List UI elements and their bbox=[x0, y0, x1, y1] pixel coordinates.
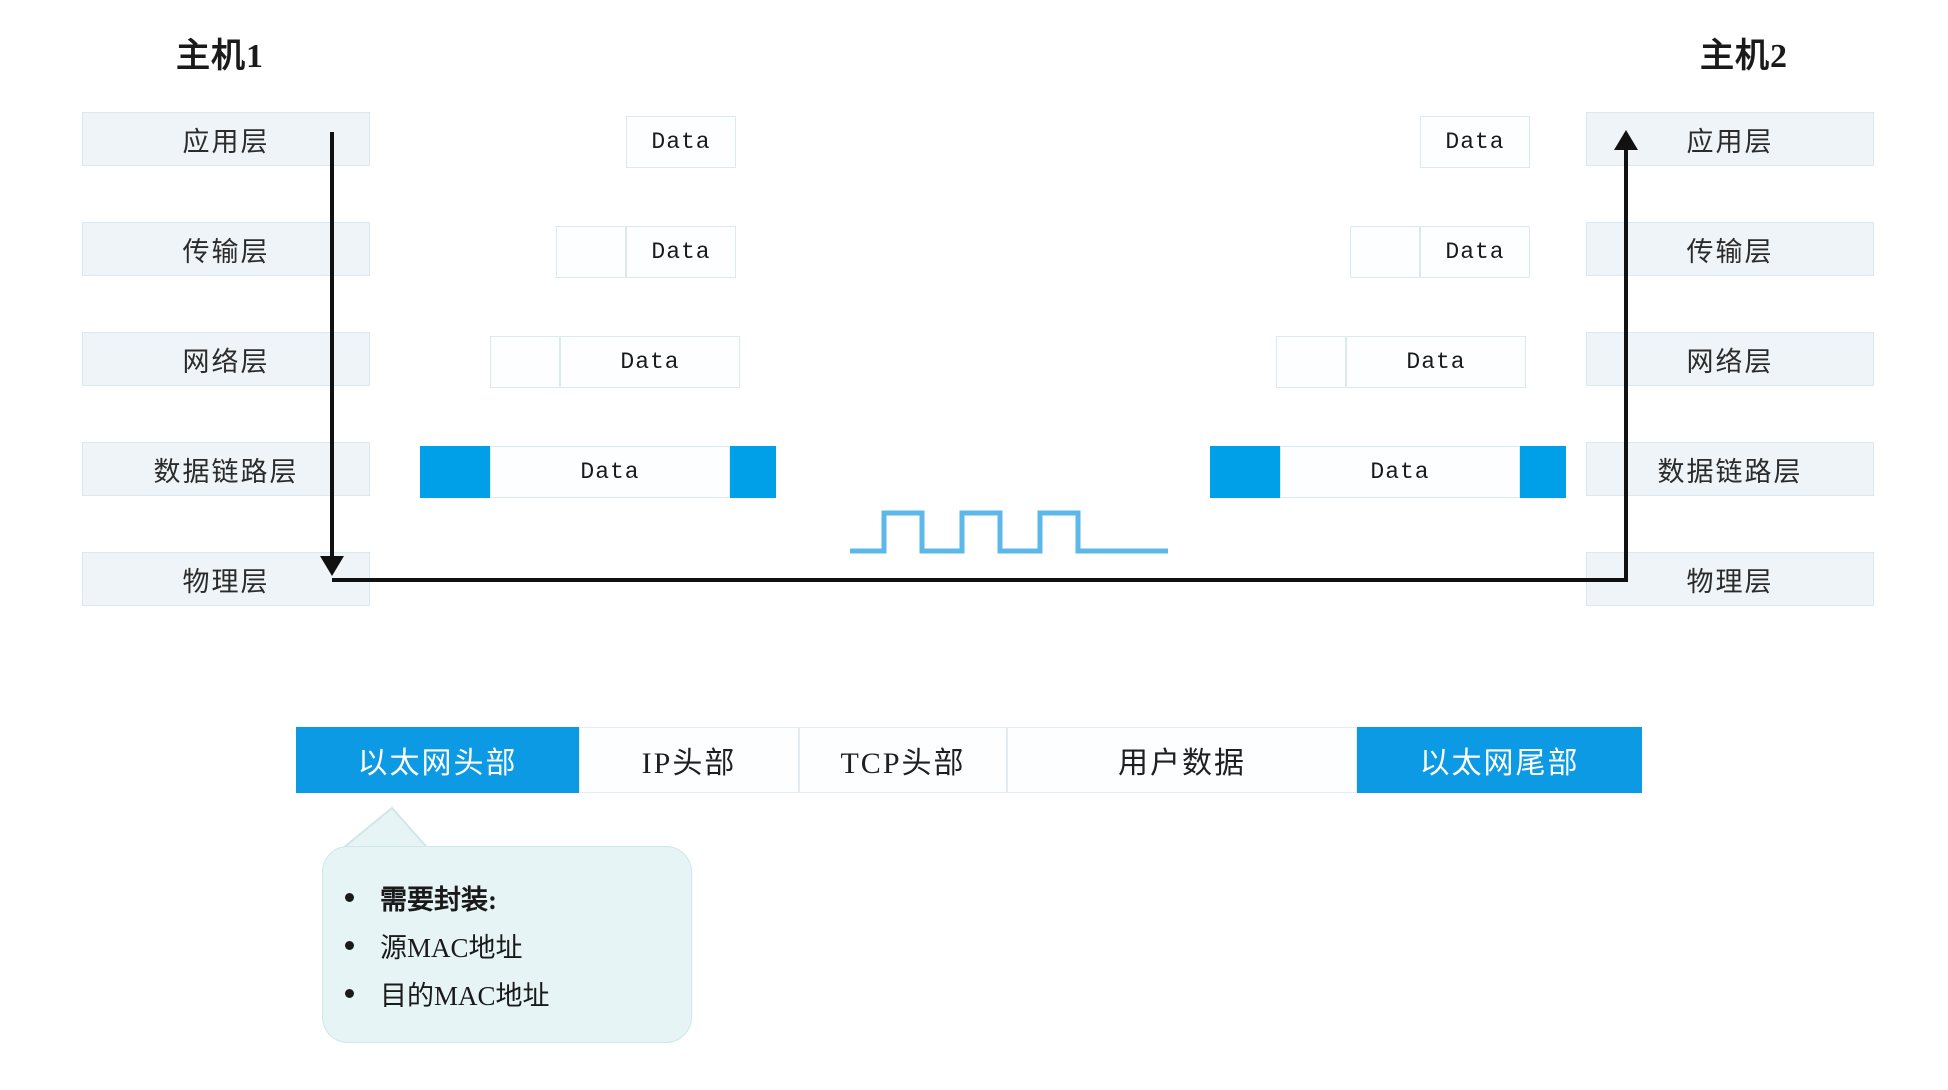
layer-label: 网络层 bbox=[182, 346, 270, 377]
right-pdu-network: Data bbox=[1276, 336, 1526, 388]
pdu-data-segment: Data bbox=[1420, 226, 1530, 278]
square-wave-signal-icon bbox=[850, 510, 1168, 554]
pdu-frame-trailer-segment bbox=[1520, 446, 1566, 498]
pdu-frame-header-segment bbox=[1210, 446, 1280, 498]
encap-field-user-data[interactable]: 用户数据 bbox=[1007, 727, 1357, 793]
left-pdu-transport: Data bbox=[556, 226, 736, 278]
layer-label: 数据链路层 bbox=[1657, 456, 1803, 487]
pdu-frame-header-segment bbox=[420, 446, 490, 498]
bullet-icon bbox=[345, 941, 354, 950]
layer-label: 应用层 bbox=[1686, 126, 1774, 157]
encap-field-ethernet-header[interactable]: 以太网头部 bbox=[296, 727, 579, 793]
bullet-icon bbox=[345, 893, 354, 902]
pdu-header-segment bbox=[556, 226, 626, 278]
pdu-header-segment bbox=[1350, 226, 1420, 278]
layer-label: 应用层 bbox=[182, 126, 270, 157]
left-layer-application[interactable]: 应用层 bbox=[82, 112, 370, 166]
encap-field-ethernet-trailer[interactable]: 以太网尾部 bbox=[1357, 727, 1642, 793]
pdu-data-segment: Data bbox=[626, 226, 736, 278]
callout-item-label: 源MAC地址 bbox=[380, 933, 523, 963]
layer-label: 网络层 bbox=[1686, 346, 1774, 377]
left-pdu-datalink: Data bbox=[420, 446, 776, 498]
layer-label: 物理层 bbox=[182, 566, 270, 597]
pdu-data-segment: Data bbox=[1346, 336, 1526, 388]
right-layer-application[interactable]: 应用层 bbox=[1586, 112, 1874, 166]
decapsulation-flow-line bbox=[1624, 148, 1628, 582]
callout-item-label: 需要封装: bbox=[380, 885, 497, 915]
encapsulation-bar: 以太网头部 IP头部 TCP头部 用户数据 以太网尾部 bbox=[296, 727, 1642, 793]
encapsulation-flow-line bbox=[330, 132, 334, 572]
callout-item-label: 目的MAC地址 bbox=[380, 981, 550, 1011]
right-layer-transport[interactable]: 传输层 bbox=[1586, 222, 1874, 276]
layer-label: 传输层 bbox=[182, 236, 270, 267]
pdu-data-segment: Data bbox=[626, 116, 736, 168]
pdu-header-segment bbox=[1276, 336, 1346, 388]
pdu-data-segment: Data bbox=[560, 336, 740, 388]
left-layer-transport[interactable]: 传输层 bbox=[82, 222, 370, 276]
pdu-frame-trailer-segment bbox=[730, 446, 776, 498]
pdu-header-segment bbox=[490, 336, 560, 388]
left-layer-datalink[interactable]: 数据链路层 bbox=[82, 442, 370, 496]
host-title-right: 主机2 bbox=[1700, 38, 1788, 75]
left-pdu-network: Data bbox=[490, 336, 740, 388]
callout-item: 需要封装: bbox=[345, 878, 665, 917]
pdu-data-segment: Data bbox=[1420, 116, 1530, 168]
layer-label: 传输层 bbox=[1686, 236, 1774, 267]
pdu-data-segment: Data bbox=[1280, 446, 1520, 498]
layer-label: 物理层 bbox=[1686, 566, 1774, 597]
host-title-left: 主机1 bbox=[176, 38, 264, 75]
bullet-icon bbox=[345, 989, 354, 998]
right-layer-network[interactable]: 网络层 bbox=[1586, 332, 1874, 386]
decapsulation-arrow-head bbox=[1614, 130, 1638, 150]
physical-medium-line bbox=[332, 578, 1628, 582]
pdu-data-segment: Data bbox=[490, 446, 730, 498]
callout-item: 目的MAC地址 bbox=[345, 974, 665, 1013]
callout-bubble: 需要封装: 源MAC地址 目的MAC地址 bbox=[322, 846, 692, 1043]
layer-label: 数据链路层 bbox=[153, 456, 299, 487]
right-pdu-transport: Data bbox=[1350, 226, 1530, 278]
callout-item: 源MAC地址 bbox=[345, 926, 665, 965]
encap-field-ip-header[interactable]: IP头部 bbox=[579, 727, 799, 793]
encap-field-tcp-header[interactable]: TCP头部 bbox=[799, 727, 1007, 793]
left-layer-network[interactable]: 网络层 bbox=[82, 332, 370, 386]
left-pdu-application: Data bbox=[626, 116, 736, 168]
right-layer-datalink[interactable]: 数据链路层 bbox=[1586, 442, 1874, 496]
right-pdu-datalink: Data bbox=[1210, 446, 1566, 498]
right-pdu-application: Data bbox=[1420, 116, 1530, 168]
right-layer-physical[interactable]: 物理层 bbox=[1586, 552, 1874, 606]
encapsulation-arrow-head bbox=[320, 556, 344, 576]
